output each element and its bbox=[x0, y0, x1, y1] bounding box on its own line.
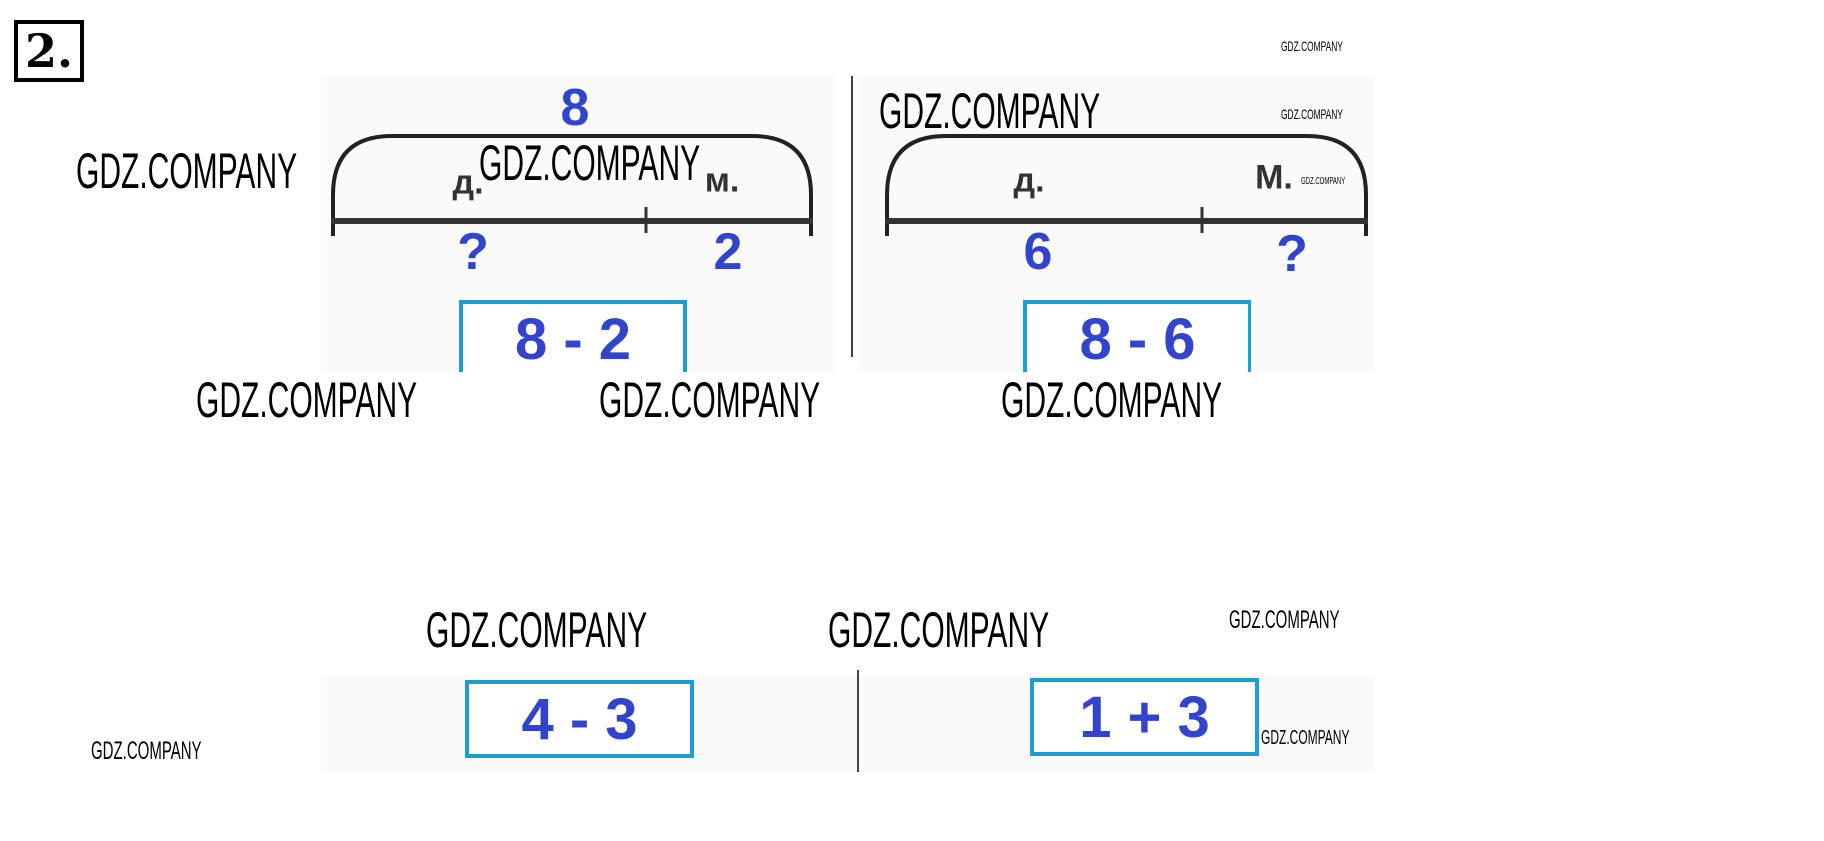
watermark: GDZ.COMPANY bbox=[196, 372, 418, 428]
watermark: GDZ.COMPANY bbox=[1229, 606, 1340, 634]
divider-bottom bbox=[857, 670, 859, 772]
part-value-unknown: ? bbox=[457, 223, 489, 281]
watermark: GDZ.COMPANY bbox=[426, 602, 648, 658]
watermark: GDZ.COMPANY bbox=[879, 83, 1101, 139]
watermark: GDZ.COMPANY bbox=[1281, 106, 1343, 122]
watermark: GDZ.COMPANY bbox=[1261, 727, 1350, 749]
blank-strip bbox=[300, 372, 1400, 432]
watermark: GDZ.COMPANY bbox=[91, 737, 202, 765]
part-label-m: М. bbox=[1255, 158, 1293, 197]
answer-box: 1 + 3 bbox=[1030, 678, 1259, 756]
part-label-m: м. bbox=[704, 161, 740, 200]
watermark: GDZ.COMPANY bbox=[1001, 372, 1223, 428]
segment-diagrams bbox=[331, 134, 1368, 236]
left-brace bbox=[331, 134, 813, 236]
watermark: GDZ.COMPANY bbox=[76, 143, 298, 199]
part-label-d: д. bbox=[1013, 161, 1045, 200]
answer-box: 8 - 6 bbox=[1023, 300, 1251, 374]
watermark: GDZ.COMPANY bbox=[599, 372, 821, 428]
watermark: GDZ.COMPANY bbox=[1281, 38, 1343, 54]
divider-top bbox=[851, 76, 853, 357]
part-value-unknown: ? bbox=[1276, 225, 1308, 283]
exercise-number: 2. bbox=[14, 20, 84, 82]
total-value: 8 bbox=[560, 79, 590, 137]
right-brace bbox=[885, 134, 1368, 236]
part-value: 2 bbox=[713, 223, 743, 281]
answer-box: 4 - 3 bbox=[465, 680, 694, 758]
part-value: 6 bbox=[1023, 223, 1053, 281]
watermark: GDZ.COMPANY bbox=[828, 602, 1050, 658]
watermark: GDZ.COMPANY bbox=[479, 135, 701, 191]
answer-box: 8 - 2 bbox=[459, 300, 687, 374]
part-label-d: д. bbox=[452, 163, 484, 202]
watermark: GDZ.COMPANY bbox=[1301, 176, 1346, 187]
